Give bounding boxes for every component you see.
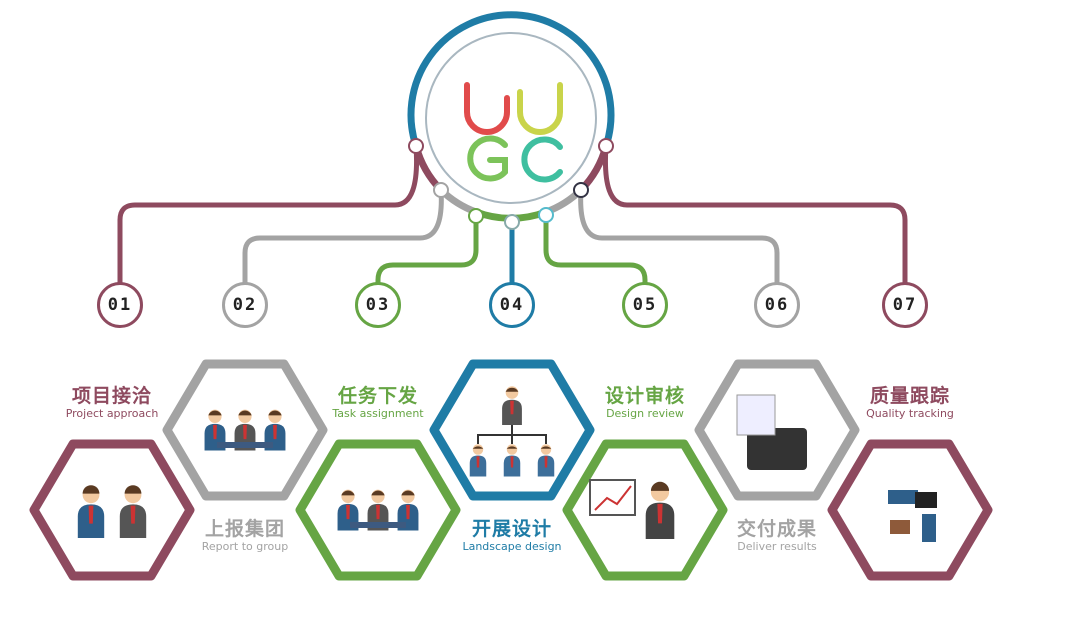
step-title-en: Report to group — [201, 540, 289, 553]
people-illustration-icon — [77, 485, 147, 538]
logo-inner-ring — [425, 32, 597, 204]
step-number-01: 01 — [97, 282, 143, 328]
hexagon-step-02 — [162, 359, 328, 501]
step-title-zh: 上报集团 — [204, 518, 285, 540]
step-number-04: 04 — [489, 282, 535, 328]
hexagon-step-03 — [295, 439, 461, 581]
step-title-en: Project approach — [65, 407, 159, 420]
step-title-en: Quality tracking — [866, 407, 954, 420]
connector-07 — [602, 143, 908, 286]
people-illustration-icon — [888, 490, 937, 542]
step-number-07: 07 — [882, 282, 928, 328]
people-illustration-icon — [337, 489, 419, 531]
connector-01 — [117, 143, 420, 286]
people-illustration-icon — [469, 386, 555, 477]
hexagon-step-01 — [29, 439, 195, 581]
hexagon-step-05 — [562, 439, 728, 581]
people-illustration-icon — [204, 409, 286, 451]
step-title-zh: 交付成果 — [736, 518, 817, 540]
people-illustration-icon — [736, 394, 807, 470]
connector-03 — [375, 213, 479, 286]
step-title-zh: 任务下发 — [337, 385, 418, 407]
step-title-en: Landscape design — [462, 540, 562, 553]
step-title-zh: 设计审核 — [604, 385, 685, 407]
step-number-06: 06 — [754, 282, 800, 328]
hexagon-step-04 — [429, 359, 595, 501]
step-title-zh: 项目接洽 — [71, 385, 152, 407]
step-title-zh: 质量跟踪 — [869, 385, 950, 407]
connector-02 — [242, 187, 444, 286]
hexagon-step-07 — [827, 439, 993, 581]
step-title-zh: 开展设计 — [471, 518, 552, 540]
logo-mark — [464, 82, 563, 183]
step-number-03: 03 — [355, 282, 401, 328]
step-title-en: Task assignment — [332, 407, 424, 420]
connector-05 — [543, 212, 648, 286]
hexagon-step-06 — [694, 359, 860, 501]
step-title-en: Design review — [606, 407, 684, 420]
step-number-02: 02 — [222, 282, 268, 328]
logo-ring-top — [407, 11, 615, 150]
people-illustration-icon — [589, 479, 675, 539]
connector-06 — [578, 187, 780, 286]
step-number-05: 05 — [622, 282, 668, 328]
step-title-en: Deliver results — [737, 540, 817, 553]
